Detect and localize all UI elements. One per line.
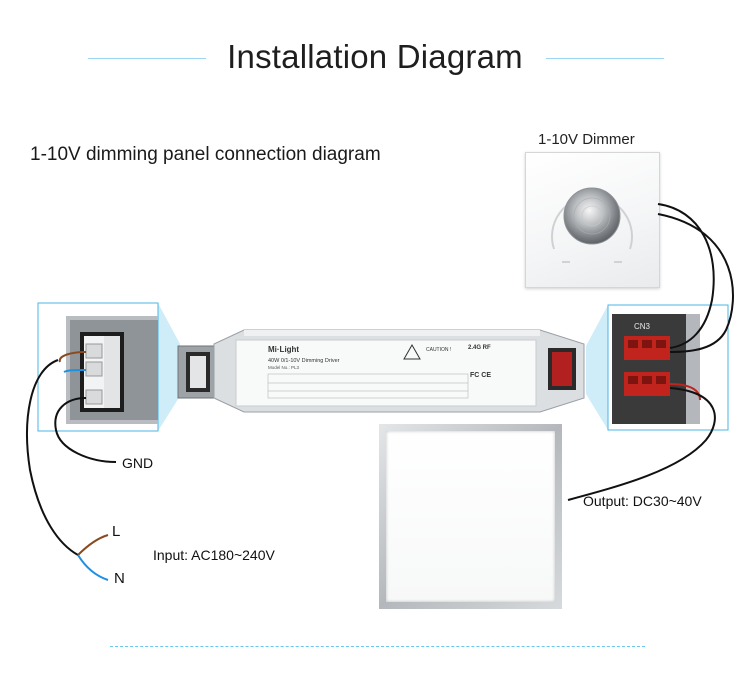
wire-blue-terminal bbox=[63, 369, 87, 373]
input-terminal-callout bbox=[37, 302, 159, 432]
left-callout-beam bbox=[158, 303, 180, 431]
dimmer-label: 1-10V Dimmer bbox=[538, 131, 635, 148]
input-voltage-label: Input: AC180~240V bbox=[153, 547, 275, 563]
diagram-subtitle: 1-10V dimming panel connection diagram bbox=[30, 144, 381, 165]
dimmer-knob-icon bbox=[551, 187, 633, 263]
led-driver: Mi·Light 40W 0/1-10V Dimming Driver Mode… bbox=[177, 329, 585, 413]
page-title: Installation Diagram bbox=[227, 38, 523, 75]
driver-caution: CAUTION ! bbox=[426, 347, 451, 353]
wire-ac-cable bbox=[26, 359, 79, 556]
title-rule-left bbox=[88, 58, 206, 59]
driver-model-text: 40W 0/1-10V Dimming Driver bbox=[268, 358, 340, 364]
wire-output-pos bbox=[669, 383, 701, 401]
title-rule-right bbox=[546, 58, 664, 59]
bottom-divider bbox=[110, 646, 645, 647]
wire-live bbox=[77, 534, 109, 556]
right-callout-beam bbox=[586, 305, 608, 430]
wire-brown-terminal bbox=[58, 351, 87, 363]
output-terminal-callout: CN3 bbox=[607, 304, 729, 431]
neutral-label: N bbox=[114, 570, 125, 587]
wire-neutral bbox=[77, 554, 109, 581]
live-label: L bbox=[112, 523, 121, 540]
wire-gnd bbox=[54, 397, 117, 463]
gnd-label: GND bbox=[122, 455, 154, 471]
wire-dimmer-1 bbox=[657, 203, 715, 349]
driver-brand: Mi·Light bbox=[268, 345, 299, 354]
output-voltage-label: Output: DC30~40V bbox=[583, 493, 702, 509]
led-panel-light bbox=[379, 424, 562, 609]
wire-output-cable bbox=[567, 387, 716, 501]
driver-rf: 2.4G RF bbox=[468, 345, 491, 351]
wire-dimmer-2 bbox=[657, 213, 734, 353]
driver-model-no: Model No.: PL3 bbox=[268, 365, 300, 370]
dimmer-panel bbox=[525, 152, 660, 288]
driver-certifications: FC CE bbox=[470, 372, 491, 379]
led-panel-surface bbox=[386, 431, 555, 602]
connector-label: CN3 bbox=[634, 322, 651, 331]
